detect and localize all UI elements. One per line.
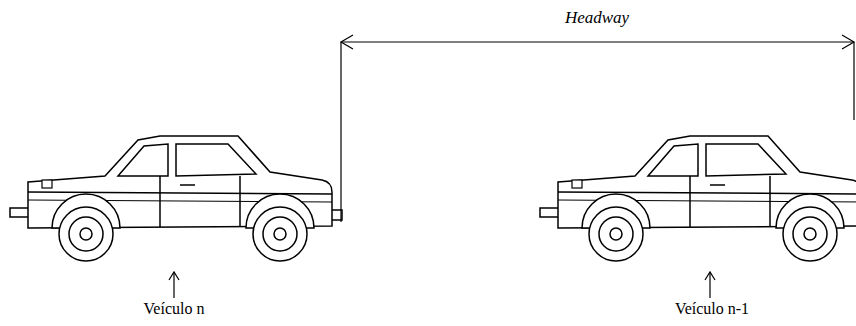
dimension-label: Headway [565, 8, 629, 28]
dimension-line [341, 35, 854, 222]
leader-arrow [169, 272, 715, 298]
vehicle-label: Veículo n [144, 300, 205, 318]
car-drawing [540, 136, 856, 261]
car-drawing [10, 136, 342, 261]
vehicle-label: Veículo n-1 [675, 300, 749, 318]
